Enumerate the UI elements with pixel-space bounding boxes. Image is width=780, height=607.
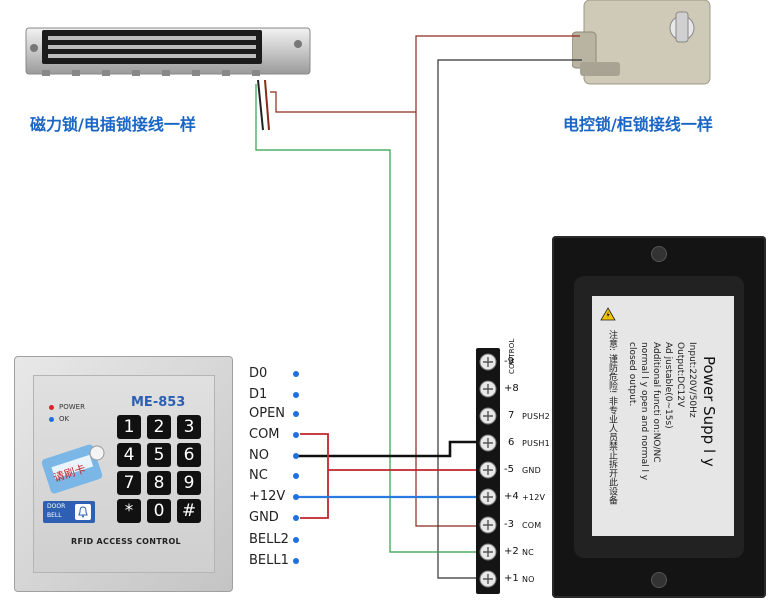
psu-spec-line-5: normal l y open and normal l y <box>639 342 649 481</box>
key-7[interactable]: 7 <box>117 471 141 495</box>
psu-screw-top <box>651 246 667 262</box>
pin-dot-com <box>293 432 299 438</box>
pin-dot-12v <box>293 494 299 500</box>
power-led-icon <box>49 405 54 410</box>
wire-maglock-nc <box>255 84 488 553</box>
terminal-label-push1: PUSH1 <box>522 439 550 448</box>
pin-dot-gnd <box>293 515 299 521</box>
psu-specs: Input:220V/50Hz Output:DC12V Ad justable… <box>626 342 698 512</box>
power-supply-unit: 注意: 谨防危险! 非专业人员禁止拆开此设备 Input:220V/50Hz O… <box>552 236 766 598</box>
door-bell-text-line2: BELL <box>47 512 62 519</box>
keypad-bottom-label: RFID ACCESS CONTROL <box>71 537 181 546</box>
key-5[interactable]: 5 <box>147 443 171 467</box>
key-0[interactable]: 0 <box>147 499 171 523</box>
terminal-label-nc: NC <box>522 548 534 557</box>
magnetic-lock <box>22 22 314 82</box>
pin-no: NO <box>249 448 269 463</box>
caption-electric-lock: 电控锁/柜锁接线一样 <box>563 115 713 134</box>
psu-label: 注意: 谨防危险! 非专业人员禁止拆开此设备 Input:220V/50Hz O… <box>592 296 734 536</box>
terminal-num-4: +4 <box>504 491 519 502</box>
wire-maglock-com <box>270 35 580 527</box>
key-8[interactable]: 8 <box>147 471 171 495</box>
maglock-cable-red <box>264 79 270 131</box>
terminal-label-12v: +12V <box>522 493 546 502</box>
terminal-num-9: -9 <box>504 356 514 367</box>
pin-dot-bell2 <box>293 537 299 543</box>
pin-dot-no <box>293 453 299 459</box>
wire-no-push1 <box>296 440 488 458</box>
power-led-label: POWER <box>59 403 85 411</box>
pin-dot-nc <box>293 473 299 479</box>
keypad-model: ME-853 <box>131 395 186 410</box>
pin-nc: NC <box>249 468 268 483</box>
door-bell-button[interactable]: DOOR BELL <box>43 501 95 523</box>
terminal-num-3: -3 <box>504 519 514 530</box>
terminal-num-6: 6 <box>508 437 515 448</box>
terminal-label-push2: PUSH2 <box>522 412 550 421</box>
ok-led-icon <box>49 417 54 422</box>
electric-control-lock <box>571 0 722 90</box>
wire-com-gnd <box>300 433 488 519</box>
key-2[interactable]: 2 <box>147 415 171 439</box>
terminal-label-com: COM <box>522 521 542 530</box>
key-6[interactable]: 6 <box>177 443 201 467</box>
keypad-keys: 1 2 3 4 5 6 7 8 9 * 0 # <box>117 415 201 527</box>
pin-open: OPEN <box>249 406 286 421</box>
bell-icon <box>75 504 91 520</box>
pin-12v: +12V <box>249 489 286 504</box>
terminal-num-8: +8 <box>504 383 519 394</box>
pin-d0: D0 <box>249 366 268 381</box>
terminal-label-no: NO <box>522 575 535 584</box>
terminal-num-7: 7 <box>508 410 515 421</box>
key-4[interactable]: 4 <box>117 443 141 467</box>
pin-dot-d1 <box>293 392 299 398</box>
caption-magnetic-lock: 磁力锁/电插锁接线一样 <box>30 115 196 134</box>
pin-com: COM <box>249 427 280 442</box>
terminal-num-5: -5 <box>504 464 514 475</box>
warning-triangle-icon <box>600 306 616 325</box>
maglock-cable-black <box>257 79 264 131</box>
access-control-keypad: POWER OK ME-853 请刷卡 DOOR BELL 1 2 3 4 5 … <box>14 356 233 592</box>
psu-title: Power Supp l y <box>700 356 718 467</box>
psu-spec-line-4: Additional functi on:NO/NC <box>651 342 661 463</box>
key-star[interactable]: * <box>117 499 141 523</box>
pin-bell2: BELL2 <box>249 532 289 547</box>
psu-warning-cn: 注意: 谨防危险! 非专业人员禁止拆开此设备 <box>607 330 617 505</box>
pin-bell1: BELL1 <box>249 553 289 568</box>
ok-led-label: OK <box>59 415 70 423</box>
psu-screw-bottom <box>651 572 667 588</box>
pin-dot-open <box>293 411 299 417</box>
terminal-label-control: CONTROL <box>508 338 516 374</box>
terminal-screws <box>479 353 497 588</box>
pin-d1: D1 <box>249 387 268 402</box>
magnetic-lock-illustration <box>25 27 311 76</box>
terminal-num-1: +1 <box>504 573 519 584</box>
swipe-card-icon <box>39 443 109 497</box>
door-bell-text-line1: DOOR <box>47 503 66 510</box>
key-1[interactable]: 1 <box>117 415 141 439</box>
key-9[interactable]: 9 <box>177 471 201 495</box>
terminal-num-2: +2 <box>504 546 519 557</box>
pin-gnd: GND <box>249 510 279 525</box>
wire-elock-no <box>437 59 582 579</box>
electric-lock-illustration <box>571 0 711 85</box>
terminal-label-gnd: GND <box>522 466 541 475</box>
psu-spec-line-1: Input:220V/50Hz <box>687 342 697 418</box>
pin-dot-d0 <box>293 371 299 377</box>
pin-dot-bell1 <box>293 558 299 564</box>
psu-spec-line-6: closed output. <box>627 342 637 407</box>
psu-spec-line-2: Output:DC12V <box>675 342 685 408</box>
psu-spec-line-3: Ad justable(0~15s) <box>663 342 673 429</box>
key-3[interactable]: 3 <box>177 415 201 439</box>
key-hash[interactable]: # <box>177 499 201 523</box>
